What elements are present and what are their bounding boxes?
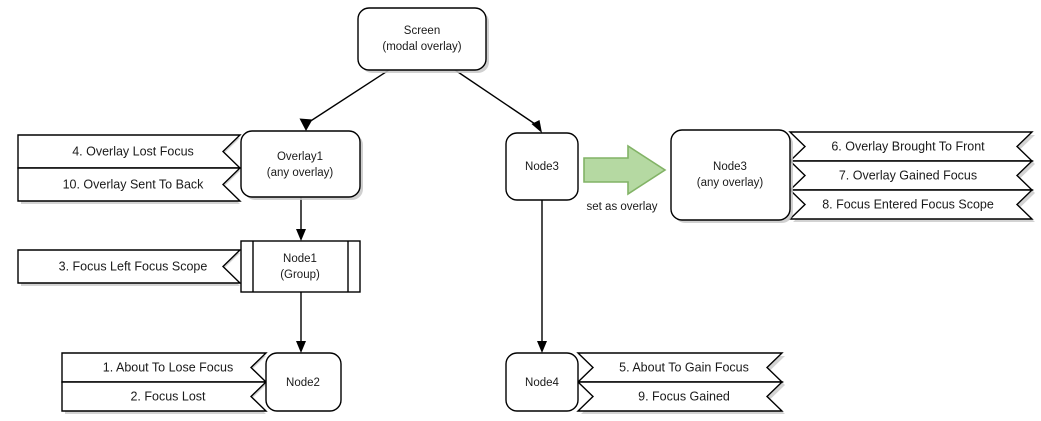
node2-node-group[interactable]: Node2 bbox=[265, 352, 342, 412]
banner-overlay-brought-to-front-label: 6. Overlay Brought To Front bbox=[831, 139, 985, 153]
banner-focus-entered-focus-scope-label: 8. Focus Entered Focus Scope bbox=[822, 197, 994, 211]
arrowhead-node3-to-node4 bbox=[537, 341, 547, 353]
node3-any-overlay-node-label-line2: (any overlay) bbox=[697, 177, 764, 189]
banner-about-to-gain-focus-label: 5. About To Gain Focus bbox=[619, 360, 749, 374]
screen-node-group[interactable]: Screen (modal overlay) bbox=[357, 7, 489, 73]
node1-group-node-group[interactable]: Node1 (Group) bbox=[240, 240, 361, 293]
banners-layer: 4. Overlay Lost Focus 10. Overlay Sent T… bbox=[17, 131, 1035, 414]
arrowhead-node1-to-node2 bbox=[296, 341, 306, 353]
node2-node-label-line1: Node2 bbox=[286, 377, 320, 389]
node1-group-node[interactable] bbox=[240, 240, 361, 293]
node3-node-label-line1: Node3 bbox=[525, 161, 559, 173]
node3-node[interactable] bbox=[505, 132, 579, 201]
banner-focus-lost[interactable] bbox=[61, 381, 268, 412]
arrowhead-screen-to-node3 bbox=[531, 120, 542, 133]
node3-node-group[interactable]: Node3 bbox=[505, 132, 579, 201]
node1-node-label-line1: Node1 bbox=[283, 253, 317, 265]
banner-overlay-gained-focus-label: 7. Overlay Gained Focus bbox=[839, 168, 977, 182]
banner-focus-left-focus-scope-label: 3. Focus Left Focus Scope bbox=[59, 259, 208, 273]
banner-focus-gained[interactable] bbox=[576, 381, 784, 412]
set-as-overlay-arrow-group: set as overlay bbox=[583, 144, 667, 213]
banner-overlay-sent-to-back-label: 10. Overlay Sent To Back bbox=[63, 177, 205, 191]
connectors-layer bbox=[296, 69, 547, 353]
node3-any-overlay-node-label-line1: Node3 bbox=[713, 161, 747, 173]
node3-any-overlay-node-group[interactable]: Node3 (any overlay) bbox=[670, 129, 793, 223]
node4-node-label-line1: Node4 bbox=[525, 377, 559, 389]
set-as-overlay-label: set as overlay bbox=[587, 201, 658, 213]
overlay1-node-group[interactable]: Overlay1 (any overlay) bbox=[240, 130, 363, 200]
node1-node-label-line2: (Group) bbox=[280, 269, 320, 281]
banner-group-node4: 5. About To Gain Focus 9. Focus Gained bbox=[576, 352, 785, 414]
overlay1-node-label-line1: Overlay1 bbox=[277, 151, 323, 163]
arrowhead-screen-to-overlay1 bbox=[299, 118, 313, 131]
banner-focus-entered-focus-scope[interactable] bbox=[788, 189, 1034, 220]
screen-node[interactable] bbox=[357, 7, 487, 71]
node2-node[interactable] bbox=[265, 352, 342, 412]
screen-node-label-line2: (modal overlay) bbox=[382, 41, 461, 53]
banner-group-node3-overlay: 6. Overlay Brought To Front 7. Overlay G… bbox=[788, 131, 1035, 222]
overlay1-node-label-line2: (any overlay) bbox=[267, 167, 334, 179]
banner-overlay-sent-to-back[interactable] bbox=[17, 167, 242, 202]
banner-group-node2: 1. About To Lose Focus 2. Focus Lost bbox=[61, 352, 268, 414]
banner-about-to-lose-focus-label: 1. About To Lose Focus bbox=[103, 360, 233, 374]
banner-group-node1: 3. Focus Left Focus Scope bbox=[17, 249, 242, 286]
green-block-arrow-icon bbox=[583, 144, 667, 196]
connector-screen-to-overlay1 bbox=[305, 69, 390, 125]
screen-node-label-line1: Screen bbox=[404, 25, 440, 37]
banner-overlay-lost-focus-label: 4. Overlay Lost Focus bbox=[72, 144, 194, 158]
node4-node-group[interactable]: Node4 bbox=[505, 352, 579, 412]
node3-any-overlay-node[interactable] bbox=[670, 129, 791, 221]
banner-focus-gained-label: 9. Focus Gained bbox=[638, 389, 730, 403]
connector-screen-to-node3 bbox=[454, 69, 539, 127]
banner-focus-left-focus-scope[interactable] bbox=[17, 249, 242, 284]
nodes-layer: Screen (modal overlay) Overlay1 (any ove… bbox=[240, 7, 793, 412]
banner-group-overlay1: 4. Overlay Lost Focus 10. Overlay Sent T… bbox=[17, 134, 242, 204]
banner-focus-lost-label: 2. Focus Lost bbox=[130, 389, 206, 403]
node4-node[interactable] bbox=[505, 352, 579, 412]
overlay1-node[interactable] bbox=[240, 130, 361, 198]
arrowhead-overlay1-to-node1 bbox=[296, 229, 306, 241]
